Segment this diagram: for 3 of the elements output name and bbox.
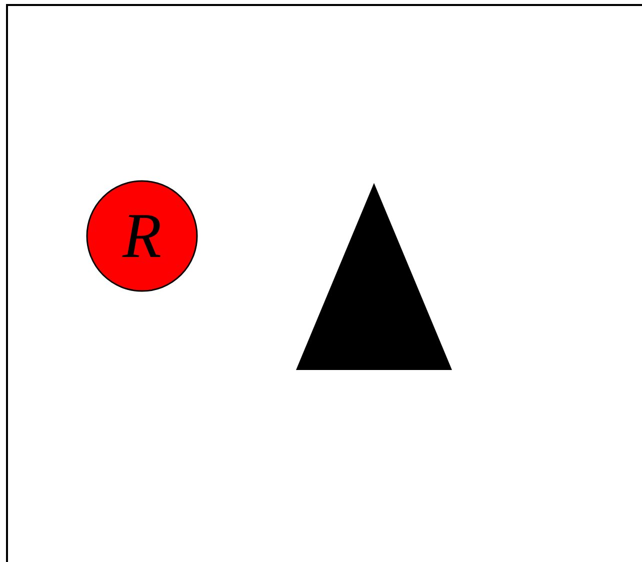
triangle [296,183,452,370]
circle [86,180,198,292]
circle-letter: R [122,199,162,273]
